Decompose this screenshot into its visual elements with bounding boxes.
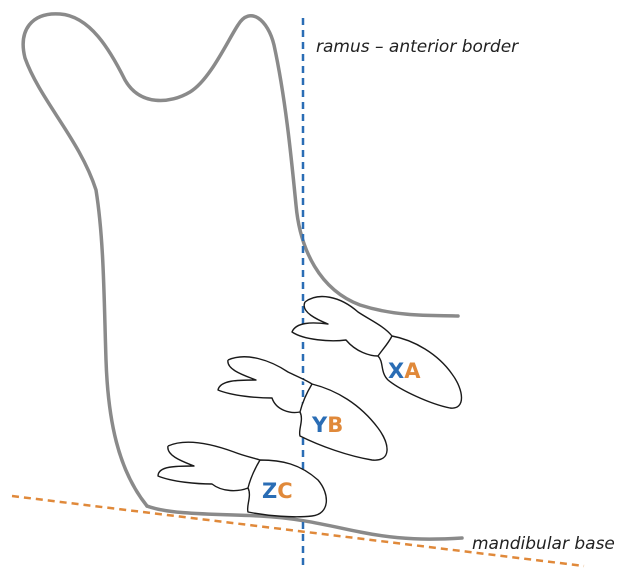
ramus-label: ramus – anterior border: [316, 37, 519, 57]
svg-text:XA: XA: [388, 359, 421, 383]
mandible-outline: [23, 14, 458, 506]
tooth-zc: [158, 442, 326, 517]
tooth-yb-left-letter: Y: [311, 413, 328, 437]
svg-text:YB: YB: [311, 413, 343, 437]
tooth-xa-right-letter: A: [404, 359, 421, 383]
tooth-zc-left-letter: Z: [262, 479, 277, 503]
tooth-zc-outline: [158, 442, 326, 517]
svg-text:ZC: ZC: [262, 479, 293, 503]
tooth-zc-right-letter: C: [277, 479, 292, 503]
tooth-yb-right-letter: B: [327, 413, 343, 437]
mandibular-base-label: mandibular base: [472, 534, 615, 554]
tooth-xa-left-letter: X: [388, 359, 404, 383]
